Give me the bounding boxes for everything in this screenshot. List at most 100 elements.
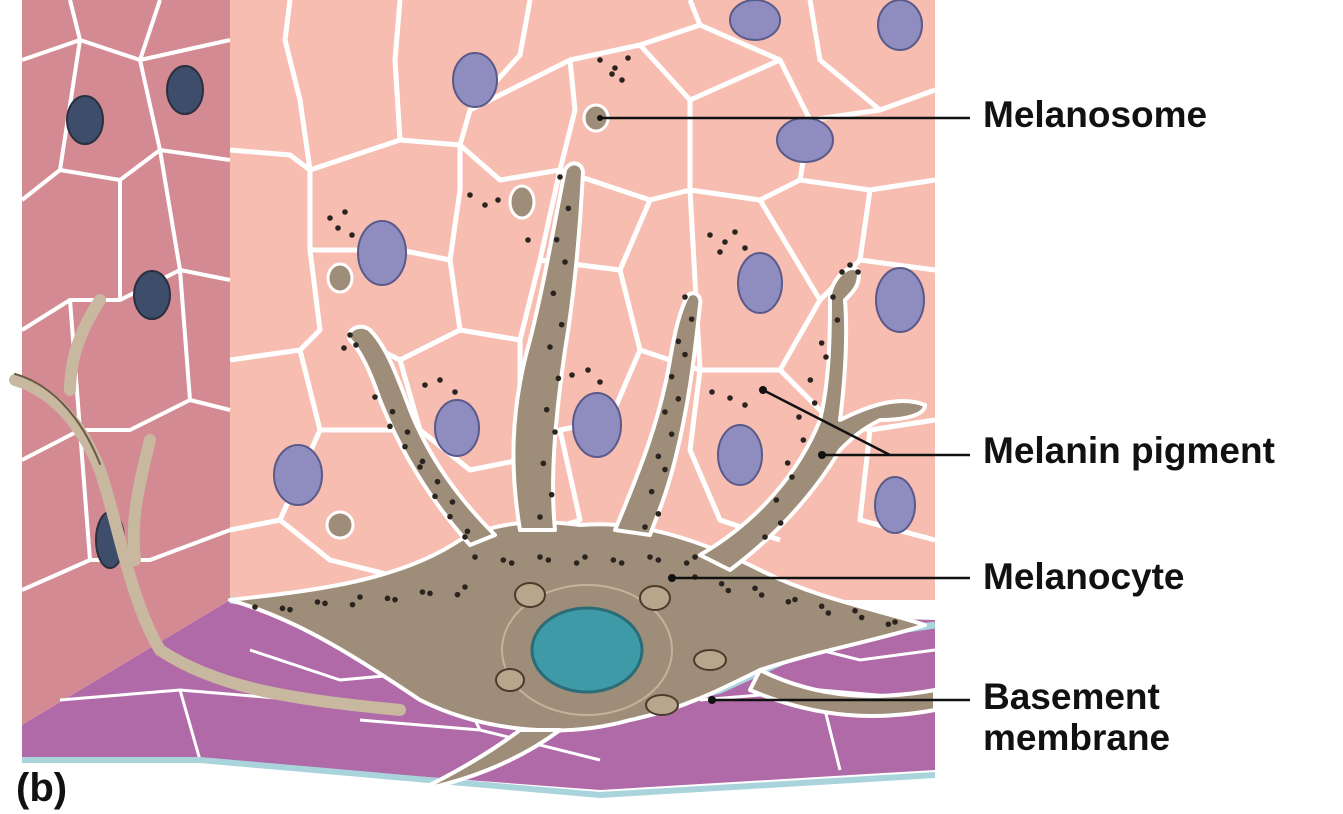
melanin-granule bbox=[387, 424, 393, 430]
melanosome-vesicle bbox=[328, 264, 352, 292]
mitochondrion bbox=[646, 695, 678, 715]
epidermis-side-face bbox=[22, 0, 230, 725]
melanin-granule bbox=[839, 269, 845, 275]
melanin-granule bbox=[892, 619, 898, 625]
melanin-granule bbox=[689, 316, 695, 322]
melanin-granule bbox=[886, 621, 892, 627]
keratinocyte-nucleus bbox=[878, 0, 922, 50]
melanosome-vesicle bbox=[327, 512, 353, 538]
melanin-granule bbox=[342, 209, 348, 215]
melanin-granule bbox=[597, 379, 603, 385]
melanin-granule bbox=[732, 229, 738, 235]
melanin-granule bbox=[612, 65, 618, 71]
melanin-granule bbox=[682, 294, 688, 300]
melanin-granule bbox=[482, 202, 488, 208]
keratinocyte-nucleus bbox=[876, 268, 924, 332]
melanin-granule bbox=[752, 585, 758, 591]
melanin-granule bbox=[656, 557, 662, 563]
melanin-granule bbox=[495, 197, 501, 203]
mitochondrion bbox=[694, 650, 726, 670]
keratinocyte-nucleus bbox=[875, 477, 915, 533]
melanin-granule bbox=[823, 354, 829, 360]
mitochondrion bbox=[640, 586, 670, 610]
melanin-granule bbox=[778, 520, 784, 526]
melanin-granule bbox=[420, 459, 426, 465]
melanin-granule bbox=[762, 534, 768, 540]
keratinocyte-nucleus bbox=[718, 425, 762, 485]
melanin-granule bbox=[727, 395, 733, 401]
melanin-granule bbox=[551, 291, 557, 297]
melanin-granule bbox=[662, 409, 668, 415]
mitochondrion bbox=[515, 583, 545, 607]
mitochondrion bbox=[496, 669, 524, 691]
melanin-granule bbox=[559, 322, 565, 328]
melanin-granule bbox=[422, 382, 428, 388]
melanin-granule bbox=[669, 374, 675, 380]
melanin-granule bbox=[792, 597, 798, 603]
melanin-granule bbox=[509, 560, 515, 566]
melanin-granule bbox=[322, 601, 328, 607]
melanin-granule bbox=[609, 71, 615, 77]
melanin-granule bbox=[544, 407, 550, 413]
melanin-granule bbox=[826, 610, 832, 616]
melanin-granule bbox=[662, 467, 668, 473]
panel-letter: (b) bbox=[16, 766, 67, 811]
keratinocyte-nucleus bbox=[777, 118, 833, 162]
melanin-granule bbox=[574, 560, 580, 566]
melanin-pigment-label: Melanin pigment bbox=[983, 430, 1275, 471]
melanin-granule bbox=[537, 514, 543, 520]
melanin-granule bbox=[501, 557, 507, 563]
basement-membrane-label-line2: membrane bbox=[983, 717, 1170, 758]
melanin-granule bbox=[582, 554, 588, 560]
melanin-granule bbox=[462, 534, 468, 540]
melanin-granule bbox=[435, 479, 441, 485]
melanin-granule bbox=[796, 414, 802, 420]
melanin-granule bbox=[808, 377, 814, 383]
melanin-granule bbox=[465, 529, 471, 535]
melanin-granule bbox=[467, 192, 473, 198]
melanin-granule bbox=[546, 557, 552, 563]
melanocyte-nucleus bbox=[532, 608, 642, 692]
melanin-granule bbox=[717, 249, 723, 255]
melanin-granule bbox=[707, 232, 713, 238]
melanin-granule bbox=[625, 55, 631, 61]
melanin-granule bbox=[554, 237, 560, 243]
melanin-granule bbox=[447, 514, 453, 520]
melanin-granule bbox=[327, 215, 333, 221]
melanin-granule bbox=[353, 342, 359, 348]
melanocyte-label: Melanocyte bbox=[983, 556, 1185, 597]
melanin-granule bbox=[335, 225, 341, 231]
melanin-granule bbox=[669, 431, 675, 437]
melanin-granule bbox=[742, 245, 748, 251]
melanin-granule bbox=[855, 269, 861, 275]
melanin-granule bbox=[597, 57, 603, 63]
melanin-granule bbox=[350, 602, 356, 608]
melanin-granule bbox=[692, 554, 698, 560]
melanin-granule bbox=[789, 474, 795, 480]
melanin-granule bbox=[830, 294, 836, 300]
melanosome-label: Melanosome bbox=[983, 94, 1207, 135]
melanin-granule bbox=[676, 339, 682, 345]
melanin-granule bbox=[462, 584, 468, 590]
melanin-granule bbox=[405, 429, 411, 435]
melanin-granule bbox=[341, 345, 347, 351]
melanin-granule bbox=[619, 560, 625, 566]
melanin-granule bbox=[682, 352, 688, 358]
keratinocyte-nucleus bbox=[573, 393, 621, 457]
melanin-granule bbox=[642, 524, 648, 530]
melanin-granule bbox=[450, 499, 456, 505]
melanin-granule bbox=[726, 588, 732, 594]
melanin-granule bbox=[647, 554, 653, 560]
side-nucleus bbox=[167, 66, 203, 114]
basement-membrane-label: Basement membrane bbox=[983, 676, 1170, 759]
melanin-granule bbox=[427, 591, 433, 597]
melanin-granule bbox=[347, 332, 353, 338]
melanin-granule bbox=[812, 400, 818, 406]
melanin-granule bbox=[385, 596, 391, 602]
melanin-granule bbox=[676, 396, 682, 402]
melanin-granule bbox=[819, 603, 825, 609]
melanin-granule bbox=[656, 454, 662, 460]
melanin-granule bbox=[349, 232, 355, 238]
melanin-granule bbox=[759, 592, 765, 598]
basement-membrane-label-line1: Basement bbox=[983, 676, 1170, 717]
